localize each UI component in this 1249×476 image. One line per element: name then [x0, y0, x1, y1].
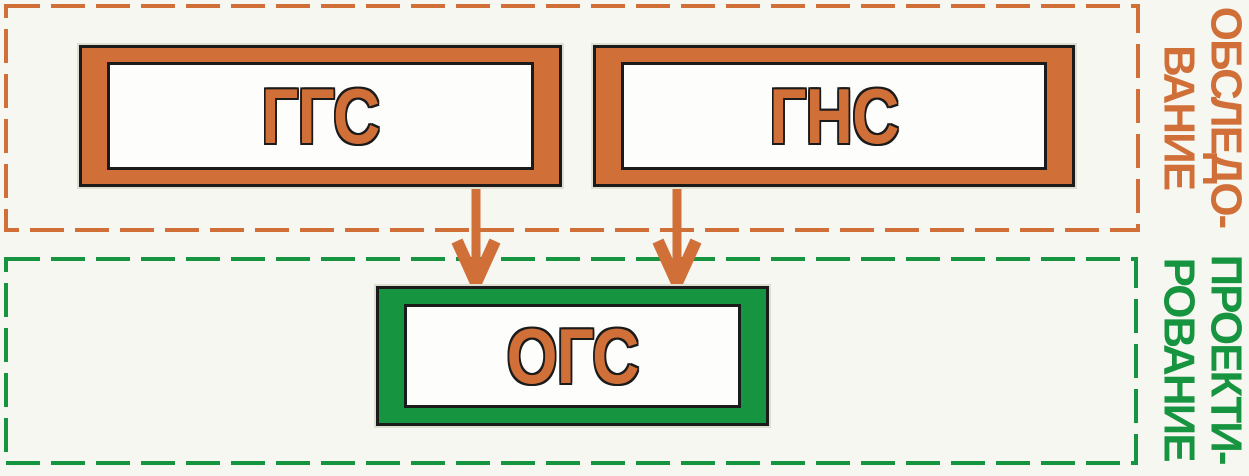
node-ggs-label: ГГС: [261, 72, 380, 160]
arrow-ggs-to-ogs: [451, 188, 501, 298]
survey-region-border: [4, 4, 1140, 232]
arrow-gns-to-ogs: [652, 188, 702, 298]
node-ogs-inner: ОГС: [404, 304, 741, 408]
design-region-border: [4, 257, 1138, 465]
survey-section-label-line1: ОБСЛЕДО-: [1201, 6, 1249, 228]
node-gns: ГНС: [593, 45, 1075, 187]
design-section-label-line2: РОВАНИЕ: [1154, 257, 1204, 461]
node-ogs: ОГС: [376, 286, 769, 426]
node-gns-inner: ГНС: [621, 62, 1047, 170]
design-section-label-line1: ПРОЕКТИ-: [1201, 254, 1249, 464]
arrow-gns-head-icon: [652, 238, 702, 298]
node-ggs-inner: ГГС: [107, 62, 534, 170]
node-ogs-label: ОГС: [506, 312, 639, 400]
design-section-label: ПРОЕКТИ- РОВАНИЕ: [1154, 247, 1249, 472]
arrow-ggs-head-icon: [451, 238, 501, 298]
node-gns-label: ГНС: [769, 72, 899, 160]
node-ggs: ГГС: [79, 45, 562, 187]
survey-section-label: ОБСЛЕДО- ВАНИЕ: [1154, 5, 1249, 230]
survey-section-label-line2: ВАНИЕ: [1154, 44, 1204, 190]
